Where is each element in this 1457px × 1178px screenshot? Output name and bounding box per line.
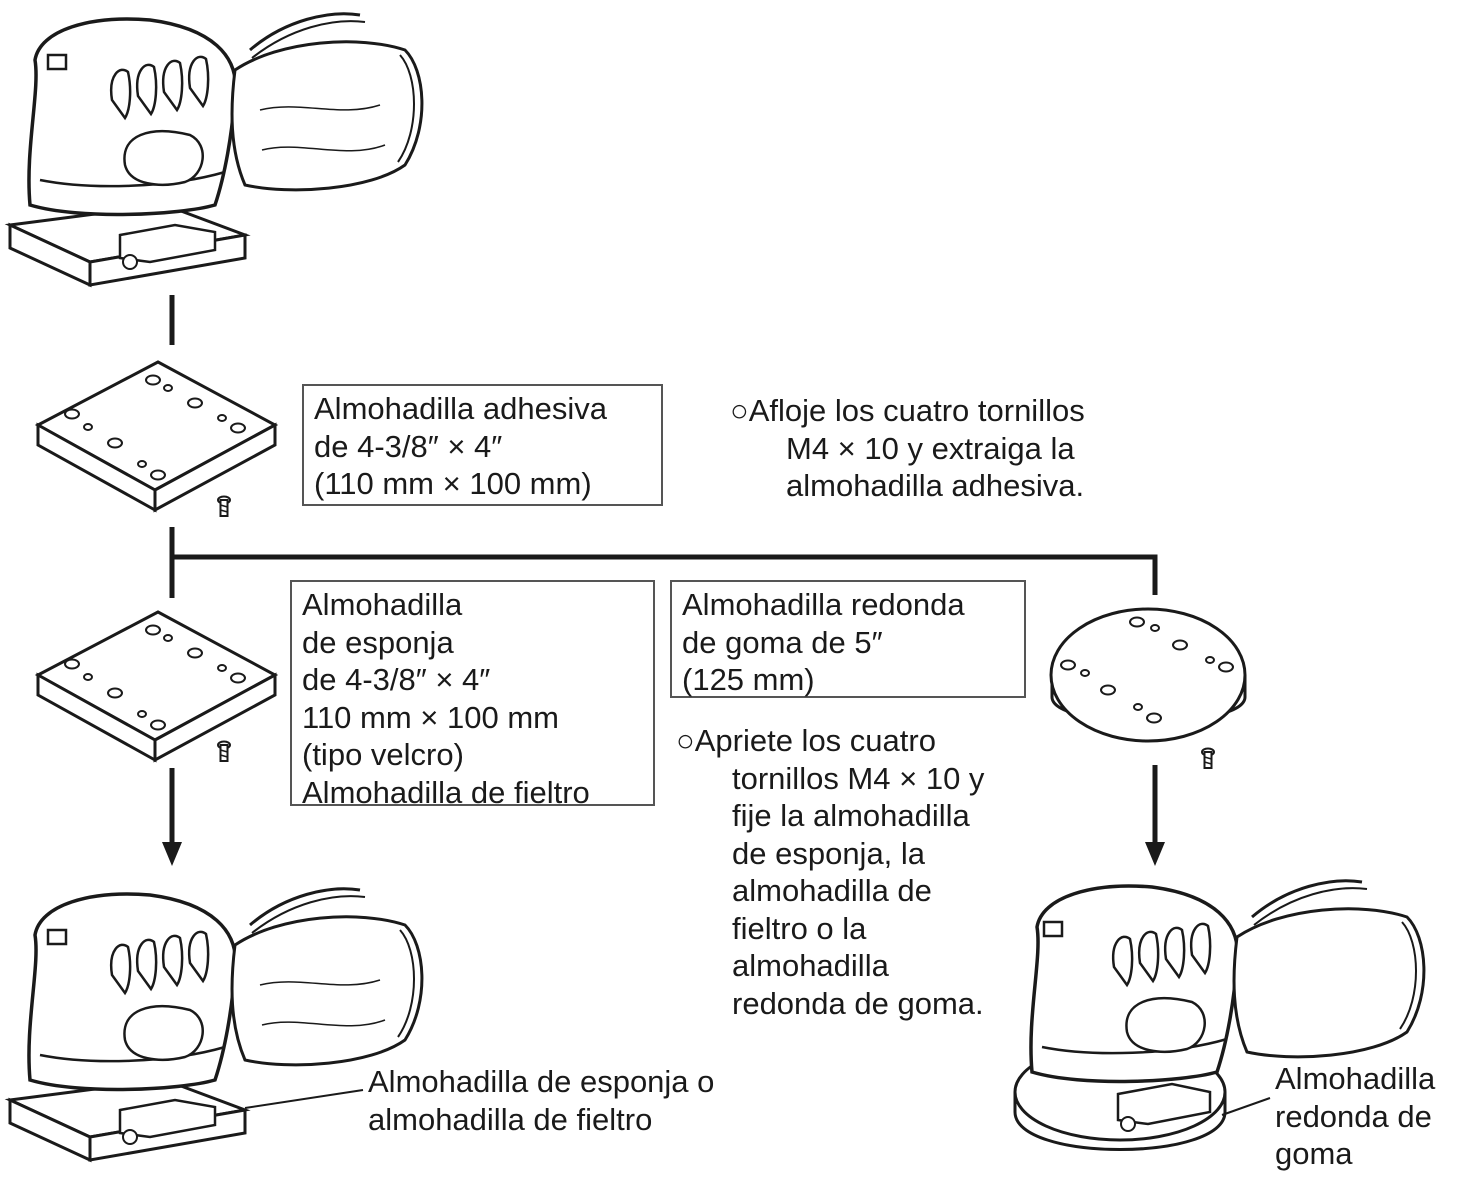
tighten-screws-note: ○Apriete los cuatro tornillos M4 × 10 y … xyxy=(676,723,985,1021)
sander-top-illustration xyxy=(8,12,424,287)
callout-leader-right xyxy=(1221,1097,1271,1116)
loosen-screws-note: ○Afloje los cuatro tornillos M4 × 10 y e… xyxy=(730,393,1085,503)
sander-with-sponge-pad-illustration xyxy=(8,887,424,1162)
screw-icon xyxy=(1201,747,1215,769)
connector-branch xyxy=(172,554,1158,595)
adhesive-pad-illustration xyxy=(36,360,277,512)
sponge-pad-label: Almohadilla de esponja de 4-3/8″ × 4″ 11… xyxy=(290,580,655,810)
round-rubber-pad-illustration xyxy=(1049,607,1247,743)
rubber-pad-callout: Almohadilla redonda de goma xyxy=(1275,1061,1436,1171)
sander-with-rubber-pad-illustration xyxy=(1013,879,1426,1151)
sponge-felt-callout: Almohadilla de esponja o almohadilla de … xyxy=(368,1064,715,1137)
sponge-pad-illustration xyxy=(36,610,277,762)
rubber-pad-label: Almohadilla redonda de goma de 5″ (125 m… xyxy=(670,580,1026,698)
arrow-down-right xyxy=(1145,765,1165,866)
screw-icon xyxy=(217,495,231,517)
callout-leader-left xyxy=(244,1089,364,1109)
screw-icon xyxy=(217,740,231,762)
adhesive-pad-label: Almohadilla adhesiva de 4-3/8″ × 4″ (110… xyxy=(302,384,663,506)
arrow-down-left xyxy=(162,768,182,866)
